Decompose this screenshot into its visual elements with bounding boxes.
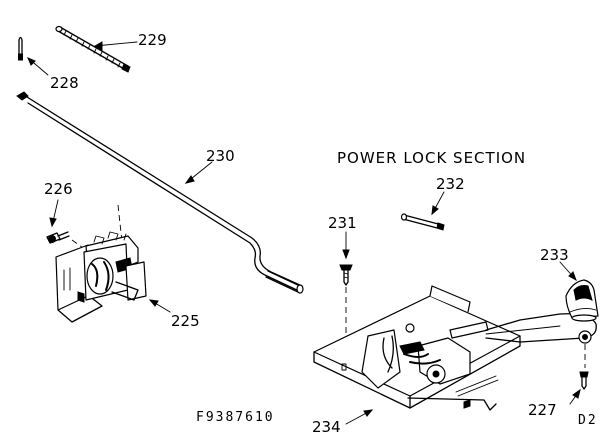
callout-226-label: 226 [44,180,73,198]
callout-234: 234 [312,409,374,436]
part-234-base-plate [313,285,597,411]
callout-230: 231 [328,214,357,260]
part-229-link-rod [16,91,304,294]
callout-231: 232 [431,175,465,216]
callout-229-label: 230 [206,147,235,165]
part-230-screw [339,264,353,368]
callout-227-label: 228 [50,74,79,92]
sheet-code: D2 [578,413,598,428]
part-232-knob [565,279,599,322]
drawing-code: F9387610 [196,410,275,425]
callout-233-label: 227 [528,401,557,419]
callout-232-label: 233 [540,246,569,264]
callout-230-label: 231 [328,214,357,232]
part-233-screw [579,371,589,390]
callout-226: 226 [44,180,73,228]
callout-228: 229 [93,31,167,51]
part-227-pin [18,36,23,61]
part-228-rod [55,25,131,73]
callout-232: 233 [540,246,577,282]
callout-231-label: 232 [436,175,465,193]
callout-225: 225 [148,299,200,330]
callout-225-label: 225 [171,312,200,330]
part-226-screw [46,231,70,244]
callout-234-label: 234 [312,418,341,436]
section-title: POWER LOCK SECTION [337,149,526,167]
callout-227: 228 [27,57,79,92]
callout-233: 227 [528,388,581,419]
part-225-motor [55,204,147,323]
callout-228-label: 229 [138,31,167,49]
callout-229: 230 [184,147,235,184]
part-231-spring [400,213,445,231]
